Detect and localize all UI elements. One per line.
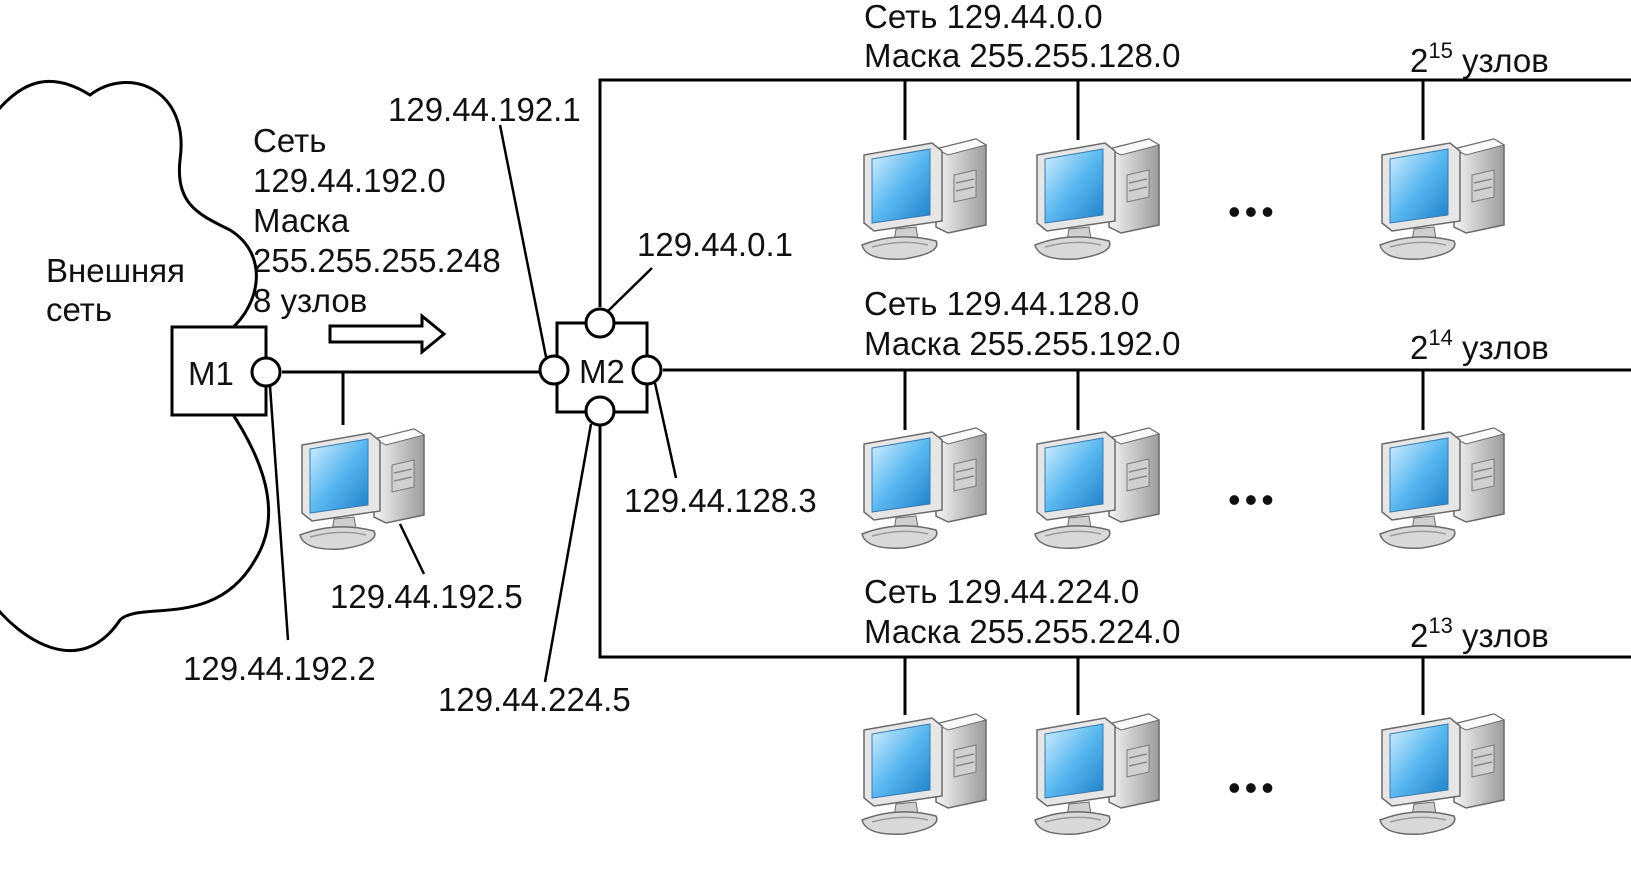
host-224-b-icon [1034,713,1160,835]
ellipsis-0: ••• [1228,191,1278,232]
host-224-c-icon [1379,713,1505,835]
subnet-224-network: Сеть 129.44.224.0 [864,573,1140,610]
subnet-0-mask: Маска 255.255.128.0 [864,37,1181,74]
subnet-192-line5: 8 узлов [253,282,368,319]
pointer-192-5 [398,523,426,575]
m2-port-bottom [584,395,616,427]
m1-port [250,356,282,388]
pointer-128-3 [653,382,678,479]
addr-m2-224-5: 129.44.224.5 [438,681,631,718]
subnet-128-mask: Маска 255.255.192.0 [864,325,1181,362]
host-0-b-icon [1034,138,1160,260]
flow-arrow-icon [328,312,447,356]
host-128-b-icon [1034,427,1160,549]
subnet-192-line1: Сеть [253,122,327,159]
subnet-128-hosts: 214 узлов [1410,325,1549,366]
subnet-224-mask: Маска 255.255.224.0 [864,613,1181,650]
external-network-label-2: сеть [46,291,113,328]
ellipsis-128: ••• [1228,479,1278,520]
addr-m2-128-3: 129.44.128.3 [624,482,817,519]
host-0-c-icon [1379,138,1505,260]
addr-m2-192-1: 129.44.192.1 [388,91,581,128]
trunk-up [598,78,1631,307]
subnet-0-hosts: 215 узлов [1410,38,1549,79]
pointer-192-1 [498,124,548,358]
external-network-label-1: Внешняя [46,252,186,289]
addr-host-192-5: 129.44.192.5 [330,578,523,615]
subnet-0-network: Сеть 129.44.0.0 [864,0,1103,35]
host-0-a-icon [861,138,987,260]
subnet-224-hosts: 213 узлов [1410,613,1549,654]
router-m2-label: M2 [579,353,625,390]
external-network-cloud [0,79,271,653]
pointer-224-5 [543,423,593,683]
addr-m1-192-2: 129.44.192.2 [183,650,376,687]
m2-port-top [584,307,616,339]
subnet-192-line3: Маска [253,202,350,239]
addr-m2-0-1: 129.44.0.1 [637,226,793,263]
host-128-a-icon [861,427,987,549]
ellipsis-224: ••• [1228,767,1278,808]
subnet-192-line4: 255.255.255.248 [253,242,501,279]
m2-port-left [538,354,570,386]
subnet-192-line2: 129.44.192.0 [253,162,446,199]
pointer-0-1 [607,267,653,312]
pointer-192-2 [268,385,290,641]
host-192-5-icon [299,428,425,550]
trunk-down [598,426,1631,659]
host-224-a-icon [861,713,987,835]
host-128-c-icon [1379,427,1505,549]
m2-port-right [631,354,663,386]
subnet-128-network: Сеть 129.44.128.0 [864,285,1140,322]
router-m1-label: M1 [188,355,234,392]
